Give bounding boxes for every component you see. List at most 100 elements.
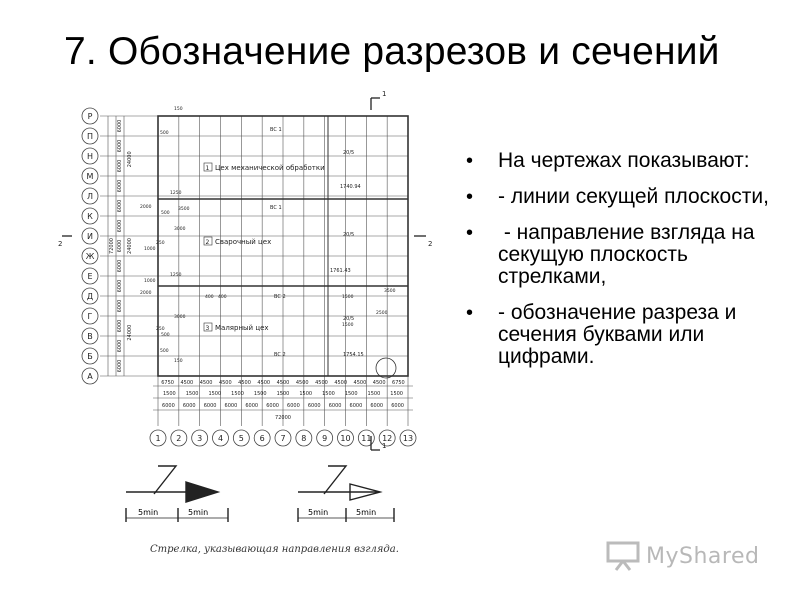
bottom-dimension-label: 4500 <box>334 380 347 386</box>
bottom-dimension-label: 4500 <box>315 380 328 386</box>
left-total-label: 24000 <box>127 238 133 254</box>
bottom-dimension-label: 1500 <box>299 391 312 397</box>
row-axis-bubble <box>81 127 99 145</box>
left-dimension-label: 6000 <box>117 120 123 133</box>
crane-label: 20/5 <box>343 232 354 238</box>
row-axis-label: К <box>87 212 93 221</box>
level-label: 1761.43 <box>330 268 351 274</box>
level-label: 1754.15 <box>343 352 364 358</box>
bottom-dimension-label: 6000 <box>287 403 300 409</box>
row-axis-label: Н <box>87 152 93 161</box>
column-axis-bubble <box>212 429 229 447</box>
bottom-dimension-label: 4500 <box>200 380 213 386</box>
misc-dimension-label: 1250 <box>170 190 182 196</box>
column-axis-label: 13 <box>403 434 413 443</box>
left-dimension-label: 6000 <box>117 280 123 293</box>
bottom-dimension-label: 6000 <box>225 403 238 409</box>
room-name: Цех механической обработки <box>215 164 325 172</box>
column-axis-label: 7 <box>280 434 285 443</box>
left-dimension-label: 6000 <box>117 200 123 213</box>
beam-label: ВС 1 <box>270 127 282 133</box>
section-mark-right: 2 <box>428 240 432 248</box>
column-axis-bubble <box>357 429 375 447</box>
room-number: 1 <box>206 165 210 172</box>
misc-dimension-label: 3500 <box>384 288 396 294</box>
misc-dimension-label: 1500 <box>342 322 354 328</box>
left-dimension-label: 6000 <box>117 220 123 233</box>
room-number: 2 <box>206 239 210 246</box>
level-label: 1740.94 <box>340 184 361 190</box>
row-axis-label: А <box>87 372 93 381</box>
bottom-dimension-label: 4500 <box>257 380 270 386</box>
column-axis-bubble <box>232 429 250 447</box>
row-axis-label: Д <box>87 292 93 301</box>
crane-label: 20/5 <box>343 150 354 156</box>
column-axis-label: 9 <box>322 434 327 443</box>
misc-dimension-label: 3000 <box>174 226 186 232</box>
left-dimension-label: 6000 <box>117 140 123 153</box>
misc-dimension-label: 500 <box>160 348 169 354</box>
left-dimension-label: 6000 <box>117 260 123 273</box>
overall-dimension-label: 72000 <box>275 415 291 421</box>
arrow-dim-label: 5min <box>308 508 328 517</box>
misc-dimension-label: 3500 <box>178 206 190 212</box>
bottom-dimension-label: 4500 <box>296 380 309 386</box>
bottom-dimension-label: 6000 <box>245 403 258 409</box>
bottom-dimension-label: 4500 <box>354 380 367 386</box>
arrow-caption: Стрелка, указывающая направления взгляда… <box>150 544 399 555</box>
room-number: 3 <box>206 325 210 332</box>
row-axis-label: П <box>87 132 93 141</box>
row-axis-label: И <box>87 232 93 241</box>
left-overall-label: 72000 <box>109 238 115 254</box>
bullet-item: •На чертежах показывают: <box>466 149 750 173</box>
bottom-dimension-label: 1500 <box>208 391 221 397</box>
arrow-dim-label: 5min <box>188 508 208 517</box>
bottom-dimension-label: 6000 <box>266 403 279 409</box>
bottom-dimension-label: 1500 <box>390 391 403 397</box>
column-axis-bubble <box>295 429 313 447</box>
logo-text: MyShared <box>646 543 760 569</box>
bullet-item: • - направление взгляда на секущую плоск… <box>466 221 761 288</box>
bottom-dimension-label: 6000 <box>370 403 383 409</box>
bullet-dot-icon: • <box>466 150 474 172</box>
left-dimension-label: 6000 <box>117 300 123 313</box>
row-axis-bubble <box>81 207 99 225</box>
section-mark-bottom: 1 <box>382 442 386 450</box>
column-axis-label: 6 <box>260 434 265 443</box>
column-axis-label: 8 <box>301 434 306 443</box>
misc-dimension-label: 250 <box>156 326 165 332</box>
bottom-dimension-label: 4500 <box>219 380 232 386</box>
row-axis-bubble <box>81 287 99 305</box>
bottom-dimension-label: 1500 <box>345 391 358 397</box>
bottom-dimension-label: 6000 <box>350 403 363 409</box>
bottom-dimension-label: 1500 <box>231 391 244 397</box>
bottom-dimension-label: 4500 <box>373 380 386 386</box>
row-axis-bubble <box>81 247 99 265</box>
bullet-list: •На чертежах показывают: •- линии секуще… <box>462 150 782 382</box>
column-axis-bubble <box>149 429 167 447</box>
row-axis-bubble <box>81 327 99 345</box>
bottom-dimension-label: 6750 <box>392 380 405 386</box>
row-axis-bubble <box>81 267 99 285</box>
column-axis-label: 5 <box>239 434 244 443</box>
misc-dimension-label: 1500 <box>342 294 354 300</box>
misc-dimension-label: 150 <box>174 106 183 112</box>
room-number-box <box>203 162 213 172</box>
beam-label: ВС 2 <box>274 294 286 300</box>
row-axis-bubble <box>81 107 99 125</box>
column-axis-label: 11 <box>361 434 371 443</box>
column-axis-bubble <box>378 429 396 447</box>
misc-dimension-label: 2500 <box>376 310 388 316</box>
left-dimension-label: 6000 <box>117 180 123 193</box>
section-mark-top: 1 <box>382 90 386 98</box>
left-dimension-label: 6000 <box>117 240 123 253</box>
bullet-item: •- обозначение разреза и сечения буквами… <box>466 301 737 368</box>
column-axis-bubble <box>274 429 292 447</box>
column-axis-bubble <box>253 429 271 447</box>
row-axis-label: Е <box>87 272 92 281</box>
column-axis-label: 3 <box>197 434 202 443</box>
bottom-dimension-label: 6000 <box>183 403 196 409</box>
row-axis-label: Ж <box>86 252 95 261</box>
row-axis-bubble <box>81 367 99 385</box>
